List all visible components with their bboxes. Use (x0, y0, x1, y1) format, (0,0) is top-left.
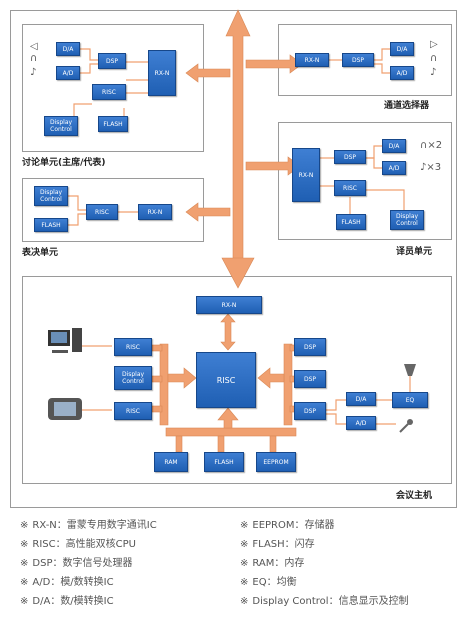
host-display: Display Control (114, 366, 152, 390)
legend-term: A/D (32, 577, 51, 588)
discussion-dsp: DSP (98, 53, 126, 69)
legend-term: DSP (32, 558, 53, 569)
host-risc-left: RISC (114, 338, 152, 356)
discussion-ad: A/D (56, 66, 80, 80)
interpreter-ad: A/D (382, 161, 406, 175)
legend-item: ※D/A：数/模转换IC (20, 596, 114, 607)
legend-term: RISC (32, 539, 56, 550)
legend-mark: ※ (20, 520, 29, 531)
vote-unit-title: 表决单元 (22, 248, 59, 258)
interpreter-dsp: DSP (334, 150, 366, 164)
channel-ad: A/D (390, 66, 414, 80)
legend-item: ※RAM：内存 (240, 558, 305, 569)
discussion-flash: FLASH (98, 116, 128, 132)
legend-item: ※Display Control：信息显示及控制 (240, 596, 409, 607)
discussion-display: Display Control (44, 116, 78, 136)
microphone-icon: ♪ (30, 67, 37, 78)
legend-desc: 模/数转换IC (60, 577, 114, 588)
legend-item: ※RISC：高性能双核CPU (20, 539, 136, 550)
legend-mark: ※ (20, 596, 29, 607)
legend-item: ※EEPROM：存储器 (240, 520, 335, 531)
legend-item: ※RX-N：雷蒙专用数字通讯IC (20, 520, 157, 531)
legend-term: Display Control (252, 596, 329, 607)
legend-item: ※DSP：数字信号处理器 (20, 558, 133, 569)
legend-desc: 均衡 (276, 577, 297, 588)
channel-unit-title: 通道选择器 (384, 101, 430, 111)
legend-term: EQ (252, 577, 267, 588)
interpreter-flash: FLASH (336, 214, 366, 230)
legend-desc: 信息显示及控制 (338, 596, 409, 607)
headphone-icon: ∩ (30, 53, 38, 64)
legend-desc: 数字信号处理器 (62, 558, 133, 569)
legend-term: EEPROM (252, 520, 295, 531)
microphone-icon (399, 419, 413, 433)
host-da: D/A (346, 392, 376, 406)
legend-item: ※FLASH：闪存 (240, 539, 315, 550)
channel-dsp: DSP (342, 53, 374, 67)
legend-mark: ※ (20, 577, 29, 588)
legend-desc: 雷蒙专用数字通讯IC (66, 520, 157, 531)
discussion-rxn: RX-N (148, 50, 176, 96)
legend-term: D/A (32, 596, 51, 607)
discussion-da: D/A (56, 42, 80, 56)
legend-mark: ※ (240, 539, 249, 550)
host-ad: A/D (346, 416, 376, 430)
host-eq: EQ (392, 392, 428, 408)
host-unit-title: 会议主机 (396, 491, 433, 501)
legend-mark: ※ (20, 539, 29, 550)
microphone-icon: ♪ (430, 67, 437, 78)
multiplier-x3: ×3 (426, 162, 442, 173)
multiplier-x2: ×2 (427, 140, 443, 151)
host-eeprom: EEPROM (256, 452, 296, 472)
speaker-icon: ◁ (30, 41, 38, 52)
host-dsp-3: DSP (294, 402, 326, 420)
headphone-icon: ∩ (430, 53, 438, 64)
legend-term: FLASH (252, 539, 285, 550)
legend-item: ※EQ：均衡 (240, 577, 297, 588)
host-dsp-2: DSP (294, 370, 326, 388)
interpreter-risc: RISC (334, 180, 366, 196)
discussion-risc: RISC (92, 84, 126, 100)
speaker-horn-icon (404, 364, 416, 376)
headphone-icon: ∩×2 (420, 140, 443, 151)
vote-display: Display Control (34, 186, 68, 206)
interpreter-rxn: RX-N (292, 148, 320, 202)
channel-rxn: RX-N (295, 53, 329, 67)
interpreter-unit-title: 译员单元 (396, 247, 433, 257)
discussion-unit-title: 讨论单元(主席/代表) (22, 158, 106, 168)
interpreter-display: Display Control (390, 210, 424, 230)
legend-mark: ※ (240, 558, 249, 569)
channel-da: D/A (390, 42, 414, 56)
vote-risc: RISC (86, 204, 118, 220)
legend-desc: 数/模转换IC (60, 596, 114, 607)
legend-term: RAM (252, 558, 275, 569)
legend-mark: ※ (20, 558, 29, 569)
touch-panel-icon (48, 398, 82, 420)
vote-flash: FLASH (34, 218, 68, 232)
legend-mark: ※ (240, 596, 249, 607)
host-rxn: RX-N (196, 296, 262, 314)
legend-item: ※A/D：模/数转换IC (20, 577, 114, 588)
legend-desc: 存储器 (304, 520, 335, 531)
legend-desc: 高性能双核CPU (65, 539, 136, 550)
host-dsp-1: DSP (294, 338, 326, 356)
interpreter-da: D/A (382, 139, 406, 153)
computer-icon (48, 328, 82, 353)
legend-mark: ※ (240, 577, 249, 588)
host-flash: FLASH (204, 452, 244, 472)
legend-mark: ※ (240, 520, 249, 531)
legend-desc: 内存 (284, 558, 305, 569)
legend-term: RX-N (32, 520, 57, 531)
speaker-icon: ▷ (430, 39, 438, 50)
host-risc: RISC (196, 352, 256, 408)
legend-desc: 闪存 (294, 539, 315, 550)
host-ram: RAM (154, 452, 188, 472)
host-risc-left2: RISC (114, 402, 152, 420)
microphone-icon: ♪×3 (420, 162, 442, 173)
vote-rxn: RX-N (138, 204, 172, 220)
